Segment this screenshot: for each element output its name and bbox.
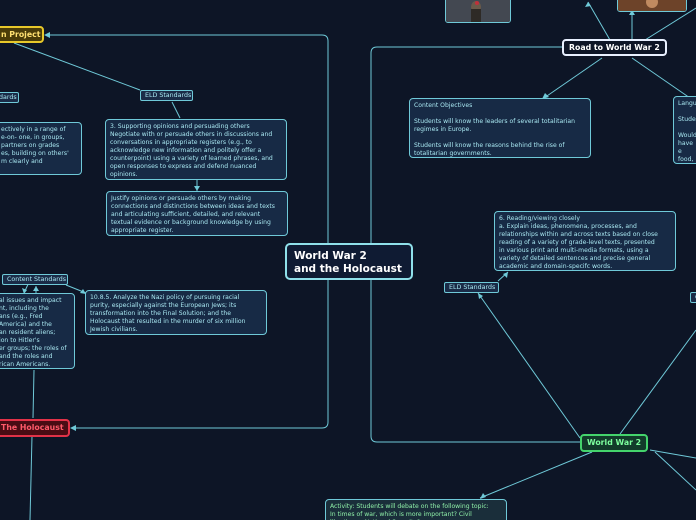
content-objectives-note[interactable]: Content Objectives Students will know th… (409, 98, 591, 158)
line-eld-standard3 (171, 101, 181, 119)
line-central-holocaust (72, 262, 329, 429)
arrowheads (22, 2, 635, 499)
line-ww2-right2 (649, 449, 696, 459)
line-holocaust-down (29, 435, 33, 520)
eld-standards-tag[interactable]: ELD Standards (140, 90, 193, 101)
eld-standards-tag-ww2[interactable]: ELD Standards (444, 282, 499, 293)
line-road-objectives (543, 57, 603, 99)
leader-photo (617, 0, 687, 12)
line-ww2-right3 (654, 451, 696, 491)
line-project-eld (13, 42, 141, 91)
justify-opinions-note[interactable]: Justify opinions or persuade others by m… (106, 191, 288, 236)
line-ww2-right (619, 329, 696, 435)
line-left-holocaust (32, 369, 35, 419)
right-edge-tag[interactable]: C (690, 292, 696, 303)
line-road-up (644, 7, 696, 41)
language-objectives-note[interactable]: Langu Stude Would have e food, not? (673, 96, 696, 164)
topic-holocaust[interactable]: The Holocaust (0, 419, 70, 437)
soldier-photo (445, 0, 511, 23)
content-standards-tag[interactable]: Content Standards (2, 274, 68, 285)
activity-note[interactable]: Activity: Students will debate on the fo… (325, 499, 507, 520)
central-topic[interactable]: World War 2 and the Holocaust (285, 243, 413, 280)
topic-world-war-2[interactable]: World War 2 (580, 434, 648, 452)
line-ww2-eld2 (477, 292, 581, 439)
line-ww2-activity (479, 451, 593, 499)
line-central-project (46, 34, 329, 263)
eld-standards-tag-left[interactable]: dards (0, 92, 19, 103)
reading-standard-note[interactable]: 6. Reading/viewing closely a. Explain id… (494, 211, 676, 271)
line-road-photo1 (587, 1, 611, 41)
left-edge-note-2[interactable]: al issues and impact nt, including the a… (0, 293, 75, 369)
left-edge-note-1[interactable]: ectively in a range of e-on- one, in gro… (0, 122, 82, 175)
eld-standard-3-note[interactable]: 3. Supporting opinions and persuading ot… (105, 119, 287, 180)
line-central-ww2 (370, 262, 580, 443)
line-road-language (631, 57, 691, 99)
line-central-road (370, 46, 562, 263)
topic-project[interactable]: n Project (0, 26, 44, 43)
topic-road-to-ww2[interactable]: Road to World War 2 (562, 39, 667, 56)
nazi-policy-note[interactable]: 10.8.5. Analyze the Nazi policy of pursu… (85, 290, 267, 335)
